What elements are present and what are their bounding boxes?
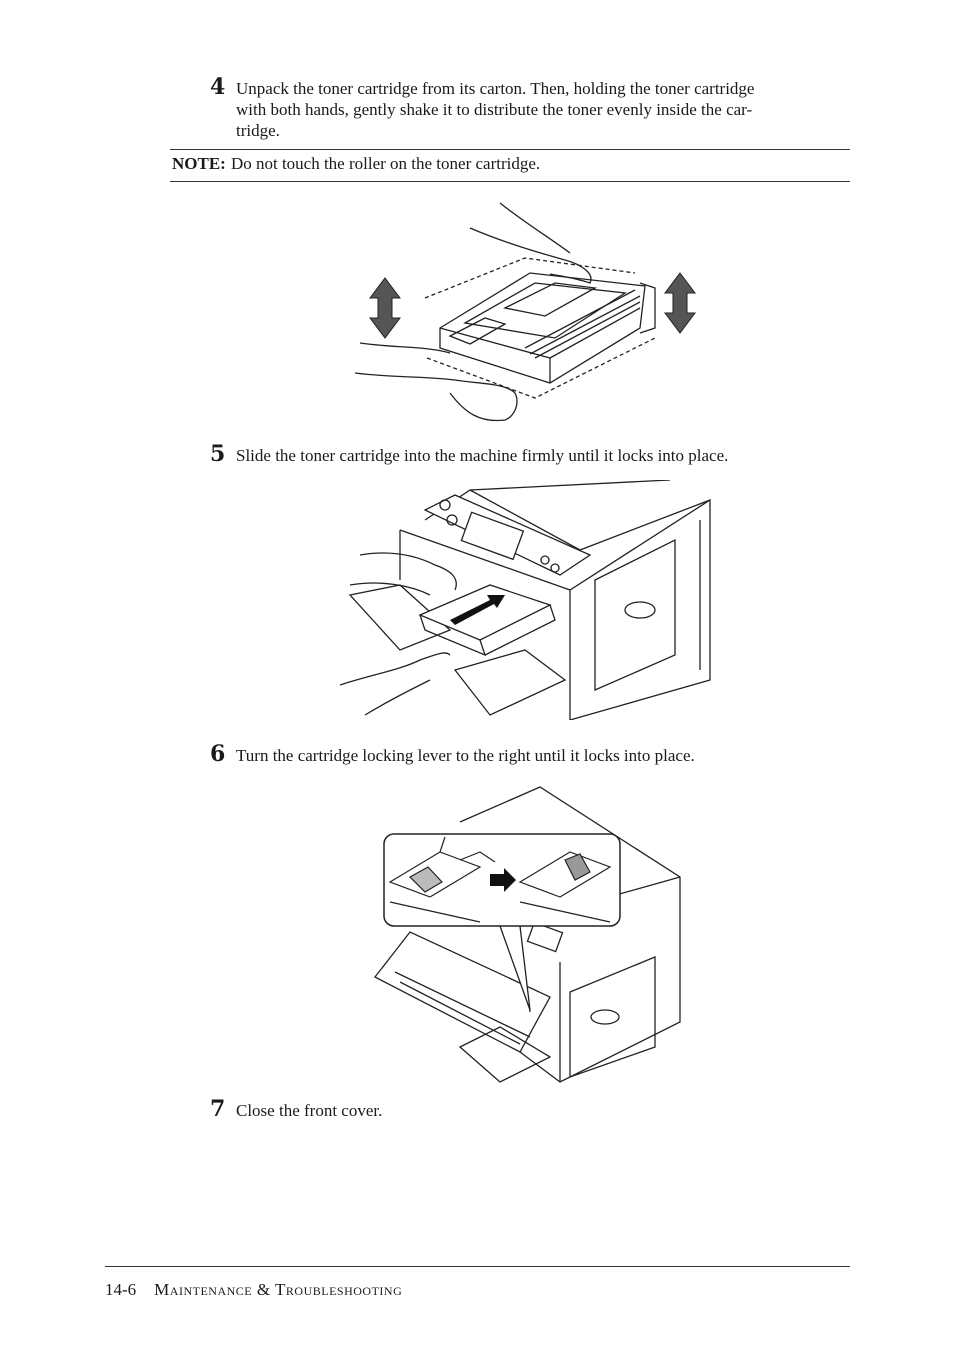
step-text: Slide the toner cartridge into the machi… [236,446,729,465]
footer-divider [105,1266,850,1267]
step-text-line: tridge. [236,121,280,140]
note-label: NOTE: [172,154,226,173]
step-text: Unpack the toner cartridge from its cart… [236,78,836,141]
figure-shake-cartridge [355,198,700,428]
step-number: 5 [210,441,226,467]
section-title: Maintenance & Troubleshooting [154,1280,403,1299]
step-number: 6 [210,741,226,767]
page-footer: 14-6 Maintenance & Troubleshooting [105,1280,402,1300]
step-text-line: with both hands, gently shake it to dist… [236,100,753,119]
step-text: Turn the cartridge locking lever to the … [236,746,695,765]
figure-lock-lever [370,782,690,1084]
step-number: 4 [210,74,226,100]
note-box: NOTE: Do not touch the roller on the ton… [170,149,850,182]
step-number: 7 [210,1096,226,1122]
step-text-line: Unpack the toner cartridge from its cart… [236,79,755,98]
page-number: 14-6 [105,1280,137,1299]
note-text: Do not touch the roller on the toner car… [230,154,541,173]
figure-insert-cartridge [340,480,715,720]
step-text: Close the front cover. [236,1101,383,1120]
